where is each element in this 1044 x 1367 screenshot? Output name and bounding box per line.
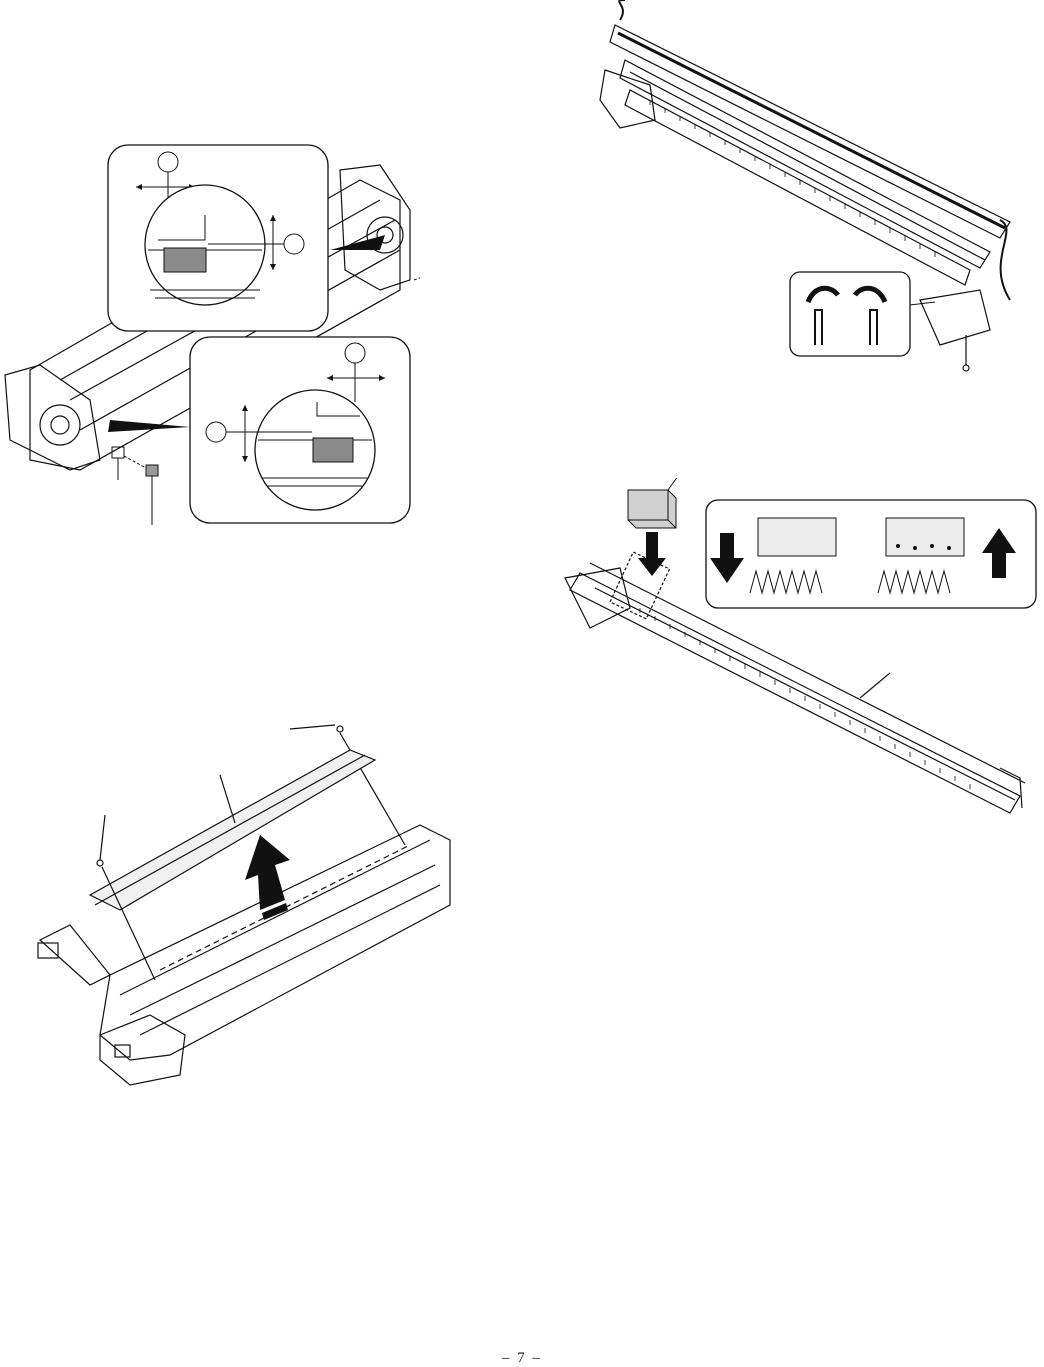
page-number: – 7 – [0, 1350, 1044, 1367]
figure-charger-removal [30, 715, 470, 1090]
charger-wire-drawing [590, 0, 1030, 380]
wire-detail-inset [790, 272, 935, 356]
drum-alignment-drawing [0, 140, 420, 530]
lift-arrow-icon [245, 835, 290, 920]
page-number-value: 7 [517, 1350, 527, 1367]
charger-removal-drawing [30, 715, 470, 1090]
figure-charger-wire [590, 0, 1030, 380]
page-number-dash-right: – [533, 1350, 543, 1367]
charger-cleaning-drawing [560, 478, 1040, 818]
inset-top-left [108, 145, 328, 331]
cleaning-detail-inset [706, 500, 1036, 608]
figure-drum-alignment [0, 140, 420, 530]
cleaning-pad-icon [628, 478, 678, 576]
inset-bottom-right [190, 337, 410, 523]
page-number-dash-left: – [502, 1350, 512, 1367]
figure-charger-cleaning [560, 478, 1040, 818]
